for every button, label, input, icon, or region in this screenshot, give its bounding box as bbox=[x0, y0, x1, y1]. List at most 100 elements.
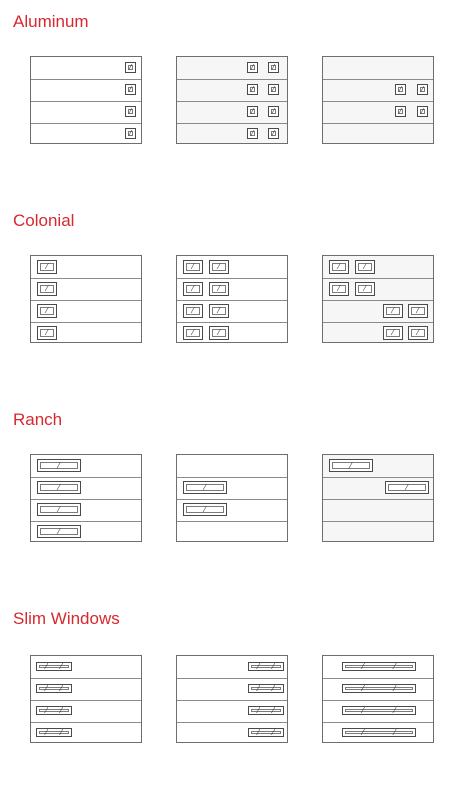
window-icon: ⁄ bbox=[385, 481, 429, 494]
glare-mark-icon: ⁄ bbox=[58, 482, 60, 492]
glare-mark-icon: ⁄ bbox=[60, 683, 63, 693]
window-icon: ⁄ bbox=[37, 281, 57, 296]
glare-mark-icon: ⁄ bbox=[350, 460, 352, 470]
glare-mark-icon: ⁄ bbox=[218, 261, 220, 271]
aluminum-door-option-2: ⁄⁄⁄⁄⁄⁄⁄⁄ bbox=[176, 56, 288, 144]
glare-mark-icon: ⁄ bbox=[399, 84, 402, 94]
section-title-aluminum: Aluminum bbox=[13, 12, 89, 31]
glare-mark-icon: ⁄ bbox=[417, 305, 419, 315]
door-panel bbox=[323, 700, 433, 722]
glare-mark-icon: ⁄ bbox=[192, 327, 194, 337]
door-panel bbox=[177, 722, 287, 744]
window-icon: ⁄ bbox=[417, 106, 428, 117]
window-icon: ⁄⁄ bbox=[248, 684, 284, 693]
glare-mark-icon: ⁄ bbox=[251, 106, 254, 116]
window-icon: ⁄⁄ bbox=[36, 706, 72, 715]
window-icon: ⁄⁄ bbox=[248, 706, 284, 715]
window-icon: ⁄ bbox=[329, 459, 373, 472]
glare-mark-icon: ⁄ bbox=[394, 705, 396, 715]
window-icon: ⁄ bbox=[125, 62, 136, 73]
door-panel bbox=[323, 79, 433, 101]
window-icon: ⁄ bbox=[183, 303, 203, 318]
glare-mark-icon: ⁄ bbox=[272, 683, 275, 693]
window-icon: ⁄⁄ bbox=[36, 728, 72, 737]
window-icon: ⁄ bbox=[125, 84, 136, 95]
door-panel bbox=[177, 101, 287, 123]
door-panel bbox=[323, 123, 433, 145]
window-icon: ⁄ bbox=[209, 303, 229, 318]
glare-mark-icon: ⁄ bbox=[394, 683, 396, 693]
window-icon: ⁄ bbox=[268, 106, 279, 117]
glare-mark-icon: ⁄ bbox=[192, 305, 194, 315]
glare-mark-icon: ⁄ bbox=[272, 727, 275, 737]
glare-mark-icon: ⁄ bbox=[362, 705, 364, 715]
door-panel bbox=[177, 79, 287, 101]
door-panel bbox=[31, 278, 141, 300]
door-panel bbox=[31, 300, 141, 322]
door-panel bbox=[323, 101, 433, 123]
window-icon: ⁄ bbox=[37, 503, 81, 516]
glare-mark-icon: ⁄ bbox=[60, 727, 63, 737]
aluminum-door-option-1: ⁄ ⁄ ⁄ ⁄ bbox=[30, 56, 142, 144]
glare-mark-icon: ⁄ bbox=[204, 482, 206, 492]
window-icon: ⁄ bbox=[408, 325, 428, 340]
window-icon: ⁄ bbox=[383, 303, 403, 318]
glare-mark-icon: ⁄ bbox=[394, 661, 396, 671]
glare-mark-icon: ⁄ bbox=[272, 84, 275, 94]
door-panel bbox=[31, 700, 141, 722]
door-panel bbox=[31, 322, 141, 344]
glare-mark-icon: ⁄ bbox=[364, 283, 366, 293]
door-panel bbox=[177, 499, 287, 521]
glare-mark-icon: ⁄ bbox=[204, 504, 206, 514]
window-icon: ⁄ bbox=[183, 503, 227, 516]
door-panel bbox=[177, 521, 287, 543]
door-panel bbox=[323, 278, 433, 300]
door-panel bbox=[31, 477, 141, 499]
window-icon: ⁄ bbox=[37, 325, 57, 340]
door-panel bbox=[323, 722, 433, 744]
colonial-door-option-1: ⁄⁄⁄⁄ bbox=[30, 255, 142, 343]
window-icon: ⁄ bbox=[37, 481, 81, 494]
window-icon: ⁄⁄ bbox=[248, 728, 284, 737]
window-icon: ⁄ bbox=[183, 325, 203, 340]
window-icon: ⁄ bbox=[183, 259, 203, 274]
door-panel bbox=[323, 322, 433, 344]
glare-mark-icon: ⁄ bbox=[338, 283, 340, 293]
ranch-door-option-1: ⁄⁄⁄⁄ bbox=[30, 454, 142, 542]
window-icon: ⁄ bbox=[125, 128, 136, 139]
window-icon: ⁄⁄ bbox=[342, 706, 416, 715]
section-title-colonial: Colonial bbox=[13, 211, 75, 230]
door-panel bbox=[31, 499, 141, 521]
glare-mark-icon: ⁄ bbox=[218, 305, 220, 315]
door-panel bbox=[323, 678, 433, 700]
glare-mark-icon: ⁄ bbox=[251, 84, 254, 94]
window-icon: ⁄ bbox=[383, 325, 403, 340]
glare-mark-icon: ⁄ bbox=[257, 727, 260, 737]
glare-mark-icon: ⁄ bbox=[257, 683, 260, 693]
glare-mark-icon: ⁄ bbox=[58, 460, 60, 470]
glare-mark-icon: ⁄ bbox=[129, 62, 132, 72]
glare-mark-icon: ⁄ bbox=[362, 683, 364, 693]
window-icon: ⁄ bbox=[247, 62, 258, 73]
glare-mark-icon: ⁄ bbox=[58, 504, 60, 514]
aluminum-door-option-3: ⁄⁄⁄⁄ bbox=[322, 56, 434, 144]
window-icon: ⁄⁄ bbox=[342, 662, 416, 671]
glare-mark-icon: ⁄ bbox=[129, 106, 132, 116]
section-title-ranch: Ranch bbox=[13, 410, 63, 429]
glare-mark-icon: ⁄ bbox=[406, 482, 408, 492]
door-panel bbox=[31, 722, 141, 744]
door-panel bbox=[177, 300, 287, 322]
window-icon: ⁄ bbox=[329, 281, 349, 296]
glare-mark-icon: ⁄ bbox=[45, 705, 48, 715]
door-panel bbox=[31, 101, 141, 123]
slim-door-option-1: ⁄⁄⁄⁄⁄⁄⁄⁄ bbox=[30, 655, 142, 743]
window-icon: ⁄⁄ bbox=[36, 684, 72, 693]
glare-mark-icon: ⁄ bbox=[362, 727, 364, 737]
section-title-slim-windows: Slim Windows bbox=[13, 609, 120, 628]
glare-mark-icon: ⁄ bbox=[60, 661, 63, 671]
window-icon: ⁄ bbox=[329, 259, 349, 274]
glare-mark-icon: ⁄ bbox=[60, 705, 63, 715]
glare-mark-icon: ⁄ bbox=[272, 661, 275, 671]
window-icon: ⁄ bbox=[268, 84, 279, 95]
glare-mark-icon: ⁄ bbox=[192, 283, 194, 293]
